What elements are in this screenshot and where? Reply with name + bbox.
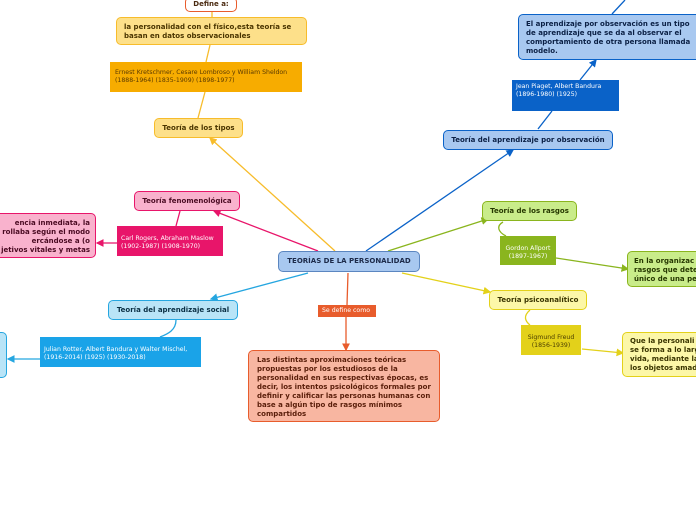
definition-box[interactable]: Las distintas aproximaciones teóricas pr… — [248, 350, 440, 422]
psicoanalitico-authors[interactable]: Sigmund Freud (1856-1939) — [521, 325, 581, 355]
link-central-define — [346, 272, 349, 306]
link-social-authors — [159, 319, 177, 338]
link-tipos-authors — [197, 91, 206, 119]
psicoanalitico-title[interactable]: Teoría psicoanalítico — [489, 290, 587, 310]
link-central-psi — [401, 272, 492, 295]
tipos-define-label[interactable]: Define a: — [185, 0, 237, 12]
tipos-title[interactable]: Teoría de los tipos — [154, 118, 243, 138]
fenomenologica-title[interactable]: Teoría fenomenológica — [134, 191, 240, 211]
rasgos-authors[interactable]: Gordon Allport (1897-1967) — [500, 236, 556, 265]
social-authors[interactable]: Julian Rotter, Albert Bandura y Walter M… — [40, 337, 201, 367]
link-central-tipos — [209, 137, 336, 252]
link-central-rasgos — [387, 217, 490, 252]
tipos-authors[interactable]: Ernest Kretschmer, Cesare Lombroso y Wil… — [110, 62, 302, 92]
fenomenologica-authors[interactable]: Carl Rogers, Abraham Maslow (1902-1987) … — [117, 226, 223, 256]
link-central-social — [209, 272, 309, 302]
psicoanalitico-desc[interactable]: Que la personali se forma a lo larg vida… — [622, 332, 696, 377]
central-topic[interactable]: TEORÍAS DE LA PERSONALIDAD — [278, 251, 420, 272]
observacion-desc[interactable]: El aprendizaje por observación es un tip… — [518, 14, 696, 60]
link-authors-rasdesc — [555, 257, 630, 272]
social-desc[interactable] — [0, 332, 7, 378]
fenomenologica-desc[interactable]: encia inmediata, la rollaba según el mod… — [0, 213, 96, 258]
link-rasgos-authors — [498, 221, 507, 237]
social-title[interactable]: Teoría del aprendizaje social — [108, 300, 238, 320]
observacion-title[interactable]: Teoría del aprendizaje por observación — [443, 130, 613, 150]
rasgos-desc[interactable]: En la organizac rasgos que dete único de… — [627, 251, 696, 287]
link-authors-obsdesc — [579, 58, 597, 81]
link-central-obs — [365, 149, 515, 252]
observacion-authors[interactable]: Jean Piaget, Albert Bandura (1896-1980) … — [512, 80, 619, 111]
tipos-desc[interactable]: la personalidad con el físico,esta teorí… — [116, 17, 307, 45]
link-psi-authors — [524, 309, 531, 326]
define-label[interactable]: Se define como — [318, 305, 376, 317]
link-fen-authors — [175, 210, 181, 227]
rasgos-title[interactable]: Teoría de los rasgos — [482, 201, 577, 221]
link-central-fen — [212, 209, 319, 252]
link-obs-authors — [537, 110, 553, 130]
link-authors-desc — [205, 44, 211, 63]
link-obsdesc-top — [611, 0, 626, 15]
link-authors-psidesc — [581, 348, 625, 357]
